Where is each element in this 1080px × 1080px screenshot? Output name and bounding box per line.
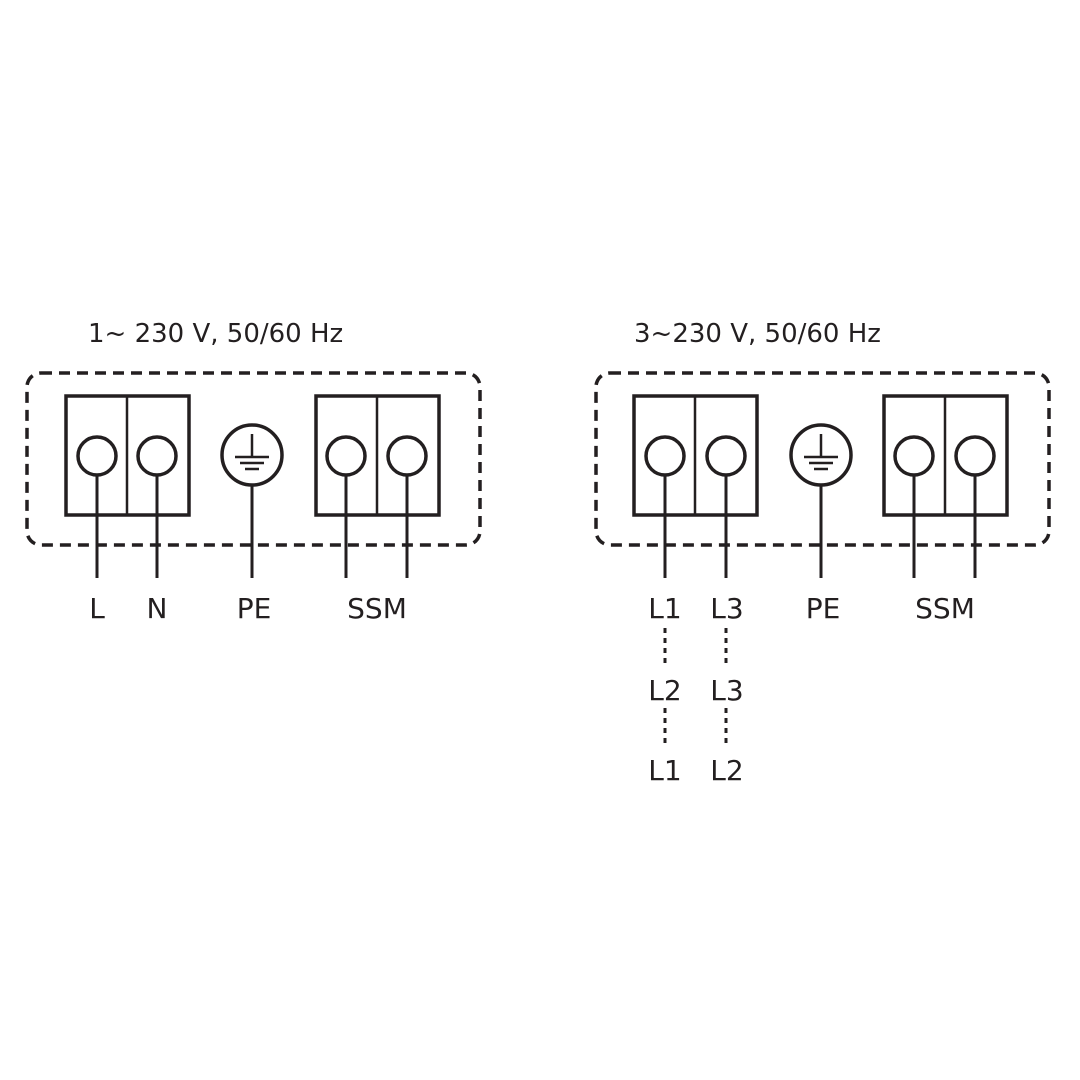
label-l2-bottom: L2 (710, 754, 743, 787)
terminal-screw-l3 (705, 435, 747, 477)
label-l: L (89, 592, 105, 625)
three-phase-diagram: 3~230 V, 50/60 Hz (594, 319, 1051, 787)
label-l1-top: L1 (648, 592, 681, 625)
earth-terminal-pe-3ph (789, 423, 853, 487)
label-l3-mid: L3 (710, 674, 743, 707)
earth-terminal-pe (220, 423, 284, 487)
label-l2-mid: L2 (648, 674, 681, 707)
single-phase-diagram: 1~ 230 V, 50/60 Hz (25, 319, 482, 625)
three-phase-title: 3~230 V, 50/60 Hz (634, 319, 881, 349)
label-ssm: SSM (347, 592, 407, 625)
phase-rotation-connectors (663, 628, 728, 744)
label-l1-bottom: L1 (648, 754, 681, 787)
terminal-screw-n (136, 435, 178, 477)
terminal-screw-l1 (644, 435, 686, 477)
single-phase-wires (95, 475, 409, 578)
terminal-screw-ssm-3ph-2 (954, 435, 996, 477)
terminal-screw-ssm-3ph-1 (893, 435, 935, 477)
terminal-block-ssm-3ph (882, 394, 1009, 517)
terminal-block-ssm (314, 394, 441, 517)
label-n: N (147, 592, 168, 625)
single-phase-title: 1~ 230 V, 50/60 Hz (88, 319, 343, 349)
label-l3-top: L3 (710, 592, 743, 625)
terminal-screw-ssm-1 (325, 435, 367, 477)
terminal-screw-ssm-2 (386, 435, 428, 477)
three-phase-wires (663, 475, 977, 578)
label-ssm-3ph: SSM (915, 592, 975, 625)
terminal-screw-l (76, 435, 118, 477)
ground-icon (235, 434, 269, 471)
label-pe-3ph: PE (806, 592, 841, 625)
terminal-block-l1-l3 (632, 394, 759, 517)
ground-icon (804, 434, 838, 471)
terminal-block-l-n (64, 394, 191, 517)
label-pe: PE (237, 592, 272, 625)
